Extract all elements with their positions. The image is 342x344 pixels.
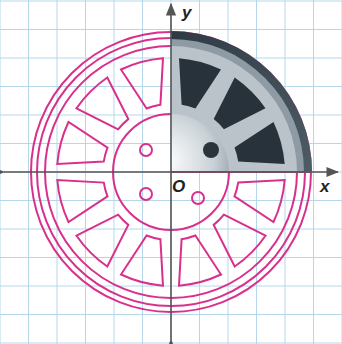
wheel-slot-shaded [179, 58, 221, 108]
origin-label: O [172, 178, 185, 195]
wheel-slot [235, 180, 285, 222]
wheel-slot [179, 236, 221, 286]
axis-label: y [182, 4, 191, 21]
wheel-slot [121, 236, 163, 286]
wheel-photo-quadrant [171, 31, 312, 172]
wheel-slot-shaded [235, 122, 285, 164]
wheel-slot [77, 78, 129, 130]
wheel-slot [214, 215, 266, 267]
wheel-slot-shaded [214, 78, 266, 130]
wheel-slot [77, 215, 129, 267]
wheel-slot [57, 122, 107, 164]
wheel-slot [57, 180, 107, 222]
y-axis [170, 4, 172, 340]
wheel-slot [121, 58, 163, 108]
axis-label: x [320, 178, 329, 195]
